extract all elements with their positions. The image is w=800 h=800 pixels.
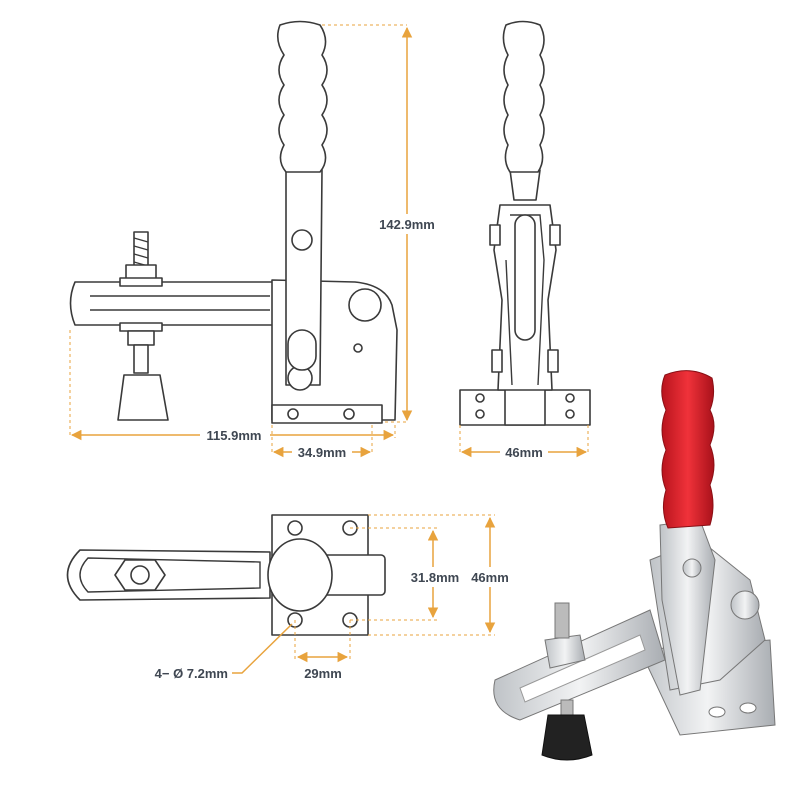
front-grip (502, 20, 545, 173)
front-view (459, 20, 591, 426)
side-view (69, 20, 398, 424)
hole-spacing-vertical-label: 31.8mm (411, 570, 459, 585)
total-length-label: 115.9mm (207, 428, 262, 443)
dimensions (69, 24, 589, 674)
plate-height-label: 46mm (471, 570, 509, 585)
side-grip (276, 20, 328, 173)
clamp-render (493, 370, 776, 761)
top-view (66, 514, 386, 636)
total-height-label: 142.9mm (379, 217, 435, 232)
front-base-width-label: 46mm (505, 445, 543, 460)
hole-spacing-horizontal-label: 29mm (304, 666, 342, 681)
mounting-holes-label: 4− Ø 7.2mm (155, 666, 228, 681)
base-length-label: 34.9mm (298, 445, 346, 460)
rubber-tip (117, 374, 169, 421)
red-handle (661, 370, 715, 529)
side-arm (69, 281, 291, 326)
